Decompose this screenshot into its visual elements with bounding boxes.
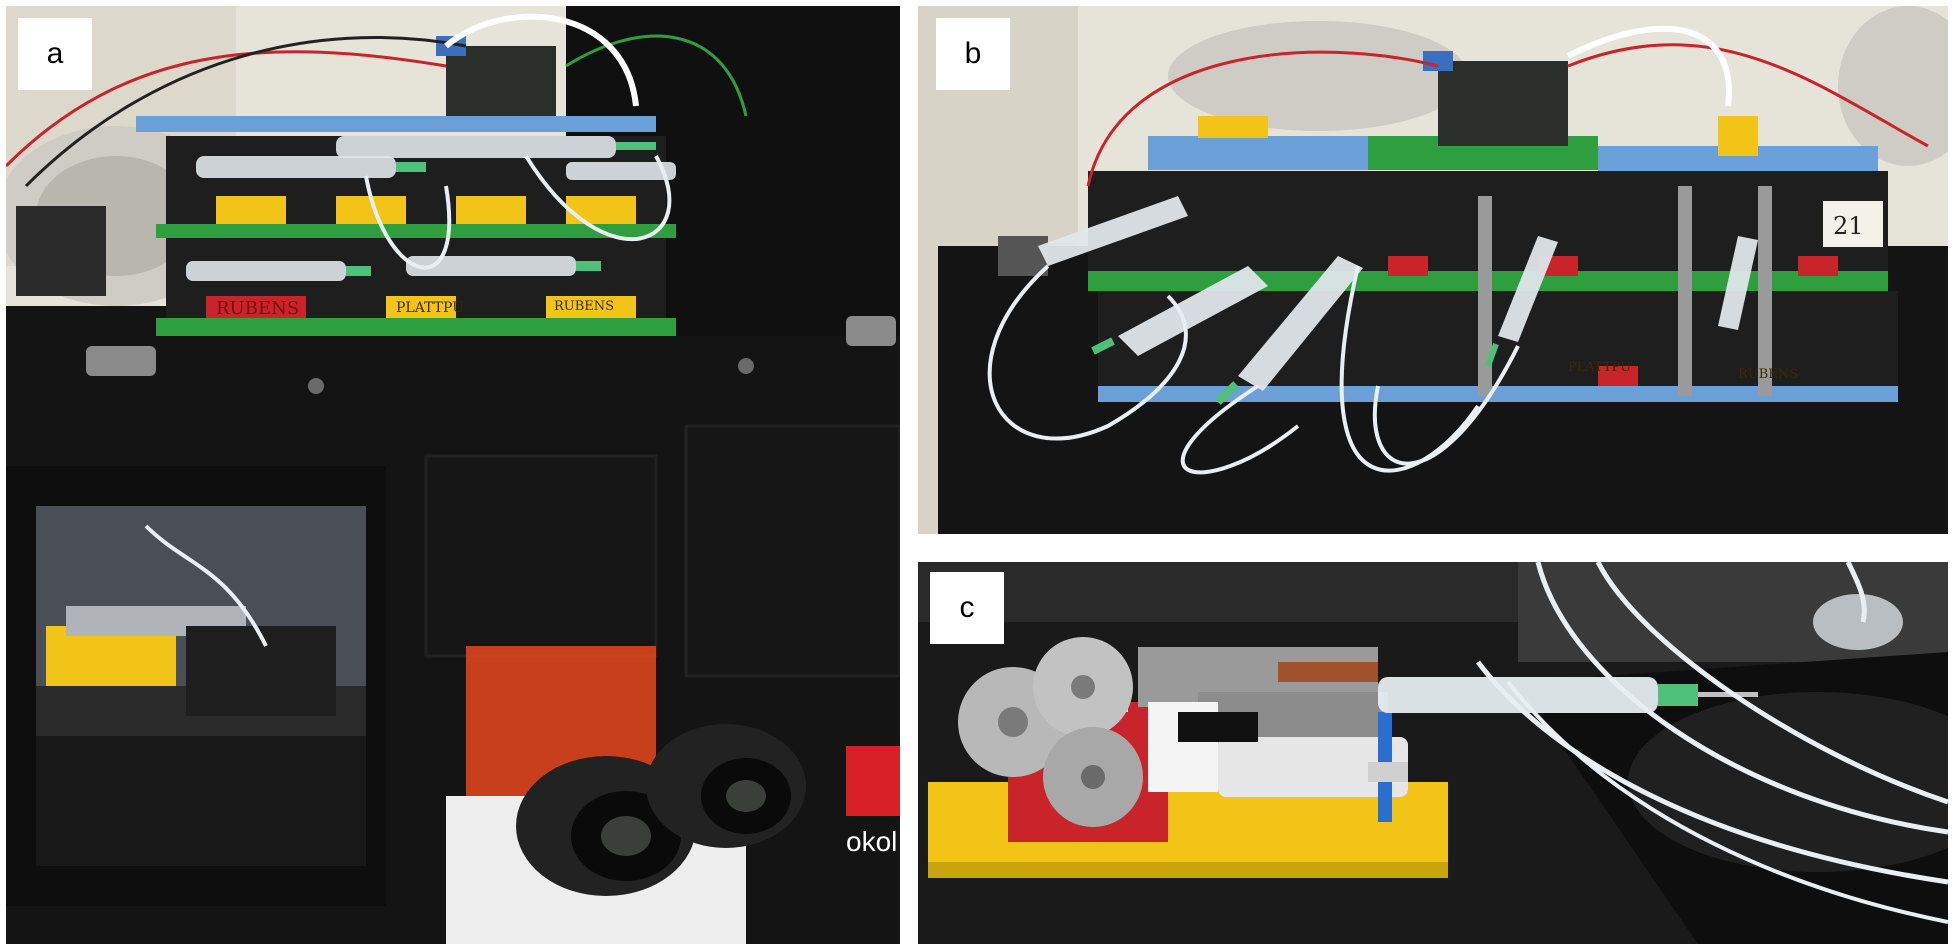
photo-label-21: 21 — [1833, 212, 1864, 240]
circuit-board-icon — [446, 46, 556, 116]
syringe-icon — [1091, 266, 1268, 356]
photo-label-plattpu: PLATTPU — [396, 300, 464, 316]
okolab-wordmark: okol — [846, 826, 897, 857]
panel-b-photo: 21 PLATTPU RUBENS — [918, 6, 1948, 534]
lego-baseplate-blue — [1148, 136, 1368, 170]
lego-baseplate-lower — [156, 318, 676, 336]
panel-label-a: a — [18, 18, 92, 90]
tubing-icon — [1476, 660, 1948, 885]
tubing-icon — [364, 175, 452, 270]
petri-dish — [1813, 594, 1903, 650]
photo-label-plattpu: PLATTPU — [1568, 360, 1631, 375]
lego-baseplate-top — [136, 116, 656, 132]
panel-label-c: c — [930, 572, 1004, 644]
latch — [86, 346, 156, 376]
panel-a-photo: RUBENS PLATTPU RUBENS okol — [6, 6, 900, 944]
lego-baseplate-upper — [156, 224, 676, 238]
needle-icon — [1698, 692, 1758, 697]
panel-label-b: b — [936, 18, 1010, 90]
photo-label-rubens: RUBENS — [1738, 367, 1798, 382]
tubing-icon — [987, 264, 1188, 441]
note-card — [1823, 201, 1883, 247]
photo-panel-b: 21 PLATTPU RUBENS b — [918, 6, 1948, 534]
microscope-eyepiece-icon — [516, 724, 806, 896]
photo-label-rubens-2: RUBENS — [554, 299, 614, 314]
circuit-board-icon — [1438, 61, 1568, 146]
syringe-icon — [196, 156, 426, 178]
photo-panel-a: RUBENS PLATTPU RUBENS okol a — [6, 6, 900, 944]
photo-label-rubens: RUBENS — [216, 298, 299, 319]
gear-icon — [958, 637, 1143, 827]
okolab-logo — [846, 746, 900, 816]
panel-c-photo — [918, 562, 1948, 944]
photo-panel-c: c — [918, 562, 1948, 944]
